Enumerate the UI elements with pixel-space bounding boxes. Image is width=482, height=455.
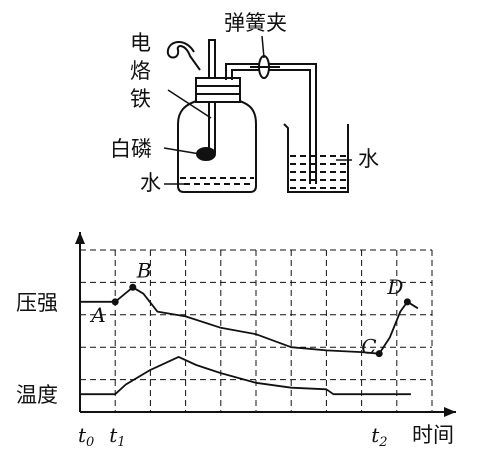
label-electric-iron-char-1: 电	[130, 31, 151, 55]
chart-grid	[80, 249, 433, 412]
leader-phosphorus	[163, 147, 201, 155]
label-water-right: 水	[358, 147, 379, 171]
label-water-left: 水	[140, 171, 161, 195]
leader-clip	[261, 35, 265, 59]
x-tick-label-0: t0	[78, 423, 94, 450]
leader-iron	[167, 89, 212, 119]
x-tick-subscript: 1	[117, 435, 125, 450]
x-tick-subscript: 0	[86, 435, 94, 450]
point-A	[111, 298, 119, 306]
x-axis-arrow	[444, 407, 456, 417]
point-label-B: B	[136, 258, 152, 282]
point-C	[375, 350, 383, 358]
x-tick-label-2: t2	[371, 423, 387, 450]
beaker	[283, 123, 349, 193]
point-label-C: C	[361, 335, 376, 359]
y-label-temperature: 温度	[16, 383, 58, 407]
x-axis-label: 时间	[412, 423, 454, 447]
chart-points	[111, 283, 411, 358]
apparatus-diagram	[163, 35, 352, 193]
series-line-temperature	[80, 356, 411, 396]
chart-axes	[75, 232, 456, 417]
chart-series	[80, 286, 419, 396]
point-label-A: A	[89, 303, 105, 327]
iron-coil	[166, 41, 201, 71]
label-electric-iron-char-2: 烙	[130, 59, 151, 83]
y-axis-arrow	[75, 232, 85, 244]
x-tick-label-1: t1	[109, 423, 125, 450]
label-electric-iron-char-3: 铁	[130, 87, 151, 111]
beaker-water	[290, 155, 346, 189]
point-D	[403, 298, 411, 306]
label-white-phosphorus: 白磷	[110, 137, 152, 161]
label-spring-clip: 弹簧夹	[224, 11, 287, 35]
point-label-D: D	[386, 275, 403, 299]
y-label-pressure: 压强	[16, 291, 58, 315]
bottle	[177, 87, 257, 193]
x-tick-subscript: 2	[378, 435, 387, 450]
glass-tube	[225, 63, 317, 184]
point-B	[129, 283, 137, 291]
stopper	[195, 77, 241, 103]
series-line-pressure	[80, 286, 419, 355]
